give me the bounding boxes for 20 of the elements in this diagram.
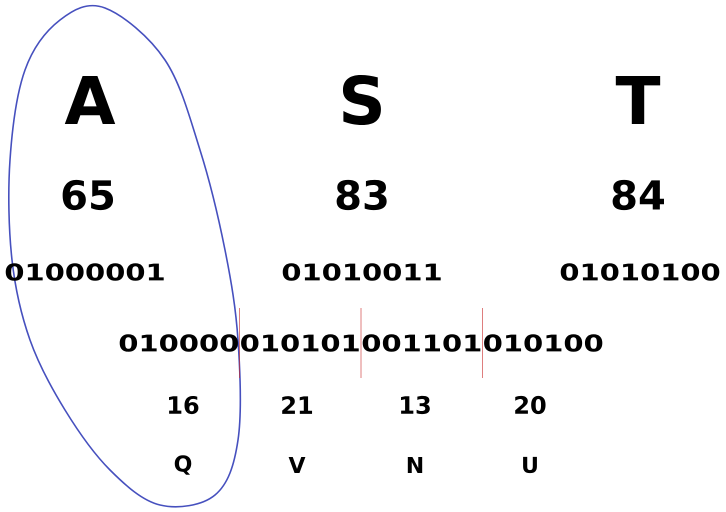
letter: T [616, 76, 660, 124]
group-value: 20 [515, 396, 546, 414]
decimal-code: 83 [336, 180, 387, 210]
encoded-letter: Q [174, 455, 192, 475]
letter: S [342, 75, 381, 125]
letter: A [64, 76, 116, 124]
decimal-code: 84 [612, 180, 664, 210]
encoded-letter: U [523, 456, 537, 474]
bit-group: 010101 [241, 334, 359, 352]
group-value: 13 [401, 396, 430, 414]
encoded-letter: V [288, 456, 306, 474]
encoded-letter: N [408, 456, 422, 474]
decimal-code: 65 [62, 180, 114, 210]
bit-group: 010100 [484, 334, 602, 352]
binary-code: 01010100 [560, 263, 720, 281]
bit-group: 010000 [120, 334, 238, 352]
group-value: 21 [282, 396, 312, 414]
binary-code: 01010011 [282, 263, 441, 281]
bit-group: 001101 [362, 334, 480, 352]
group-value: 16 [169, 396, 198, 414]
